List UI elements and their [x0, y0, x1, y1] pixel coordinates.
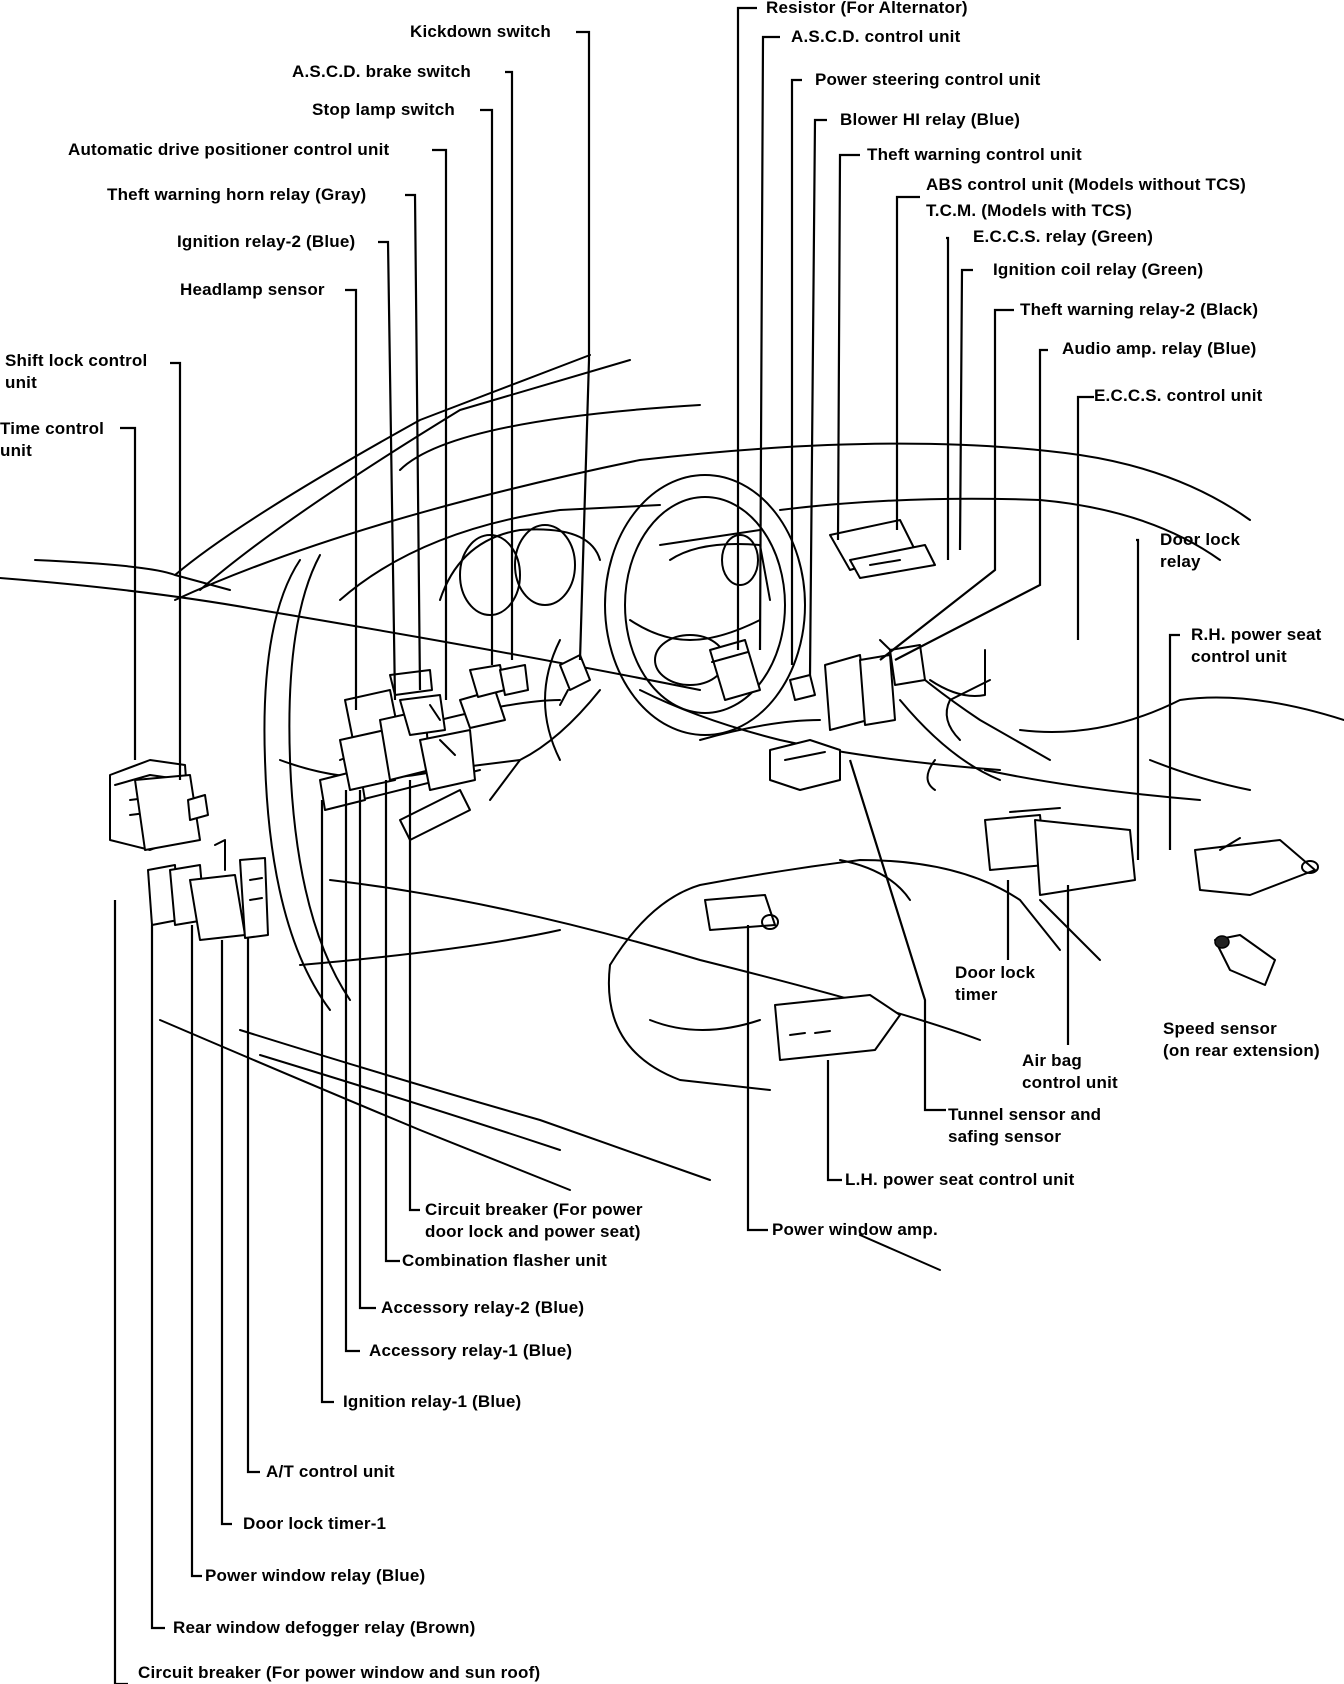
label-accessory-relay-1: Accessory relay-1 (Blue) [369, 1341, 573, 1360]
label-blower-hi-relay: Blower HI relay (Blue) [840, 110, 1021, 129]
label-combination-flasher: Combination flasher unit [402, 1251, 608, 1270]
label-door-lock-timer: Door lock timer [955, 963, 1036, 1004]
label-circuit-breaker-window: Circuit breaker (For power window and su… [138, 1663, 541, 1682]
label-ascd-control-unit: A.S.C.D. control unit [791, 27, 961, 46]
label-speed-sensor: Speed sensor (on rear extension) [1163, 1019, 1320, 1060]
label-kickdown-switch: Kickdown switch [410, 22, 551, 41]
label-resistor: Resistor (For Alternator) [766, 0, 968, 17]
label-accessory-relay-2: Accessory relay-2 (Blue) [381, 1298, 585, 1317]
label-ascd-brake-switch: A.S.C.D. brake switch [292, 62, 471, 81]
label-theft-horn-relay: Theft warning horn relay (Gray) [107, 185, 367, 204]
components [109, 519, 1319, 1061]
label-theft-warning-control-unit: Theft warning control unit [867, 145, 1082, 164]
label-door-lock-relay: Door lock relay [1160, 530, 1241, 571]
label-power-steering-control-unit: Power steering control unit [815, 70, 1041, 89]
label-lh-power-seat: L.H. power seat control unit [845, 1170, 1075, 1189]
label-theft-warning-relay-2: Theft warning relay-2 (Black) [1020, 300, 1259, 319]
label-door-lock-timer-1: Door lock timer-1 [243, 1514, 387, 1533]
dashboard-outline [0, 354, 1344, 1271]
label-power-window-relay: Power window relay (Blue) [205, 1566, 426, 1585]
label-eccs-relay: E.C.C.S. relay (Green) [973, 227, 1154, 246]
label-adp-control-unit: Automatic drive positioner control unit [68, 140, 390, 159]
label-air-bag-control-unit: Air bag control unit [1022, 1051, 1118, 1092]
label-tunnel-sensor: Tunnel sensor and safing sensor [948, 1105, 1102, 1146]
label-headlamp-sensor: Headlamp sensor [180, 280, 325, 299]
label-rh-power-seat: R.H. power seat control unit [1191, 625, 1322, 666]
label-abs-control-unit: ABS control unit (Models without TCS) [926, 175, 1246, 194]
label-eccs-control-unit: E.C.C.S. control unit [1094, 386, 1263, 405]
label-ignition-relay-1: Ignition relay-1 (Blue) [343, 1392, 522, 1411]
label-ignition-coil-relay: Ignition coil relay (Green) [993, 260, 1204, 279]
label-audio-amp-relay: Audio amp. relay (Blue) [1062, 339, 1257, 358]
label-circuit-breaker-door: Circuit breaker (For power door lock and… [425, 1200, 643, 1241]
label-rear-defogger-relay: Rear window defogger relay (Brown) [173, 1618, 476, 1637]
label-tcm: T.C.M. (Models with TCS) [926, 201, 1132, 220]
label-shift-lock-control-unit: Shift lock control unit [5, 351, 148, 392]
label-ignition-relay-2: Ignition relay-2 (Blue) [177, 232, 356, 251]
label-at-control-unit: A/T control unit [266, 1462, 395, 1481]
label-stop-lamp-switch: Stop lamp switch [312, 100, 455, 119]
label-time-control-unit: Time control unit [0, 419, 105, 460]
leader-lines [113, 6, 1180, 1684]
label-power-window-amp: Power window amp. [772, 1220, 938, 1239]
